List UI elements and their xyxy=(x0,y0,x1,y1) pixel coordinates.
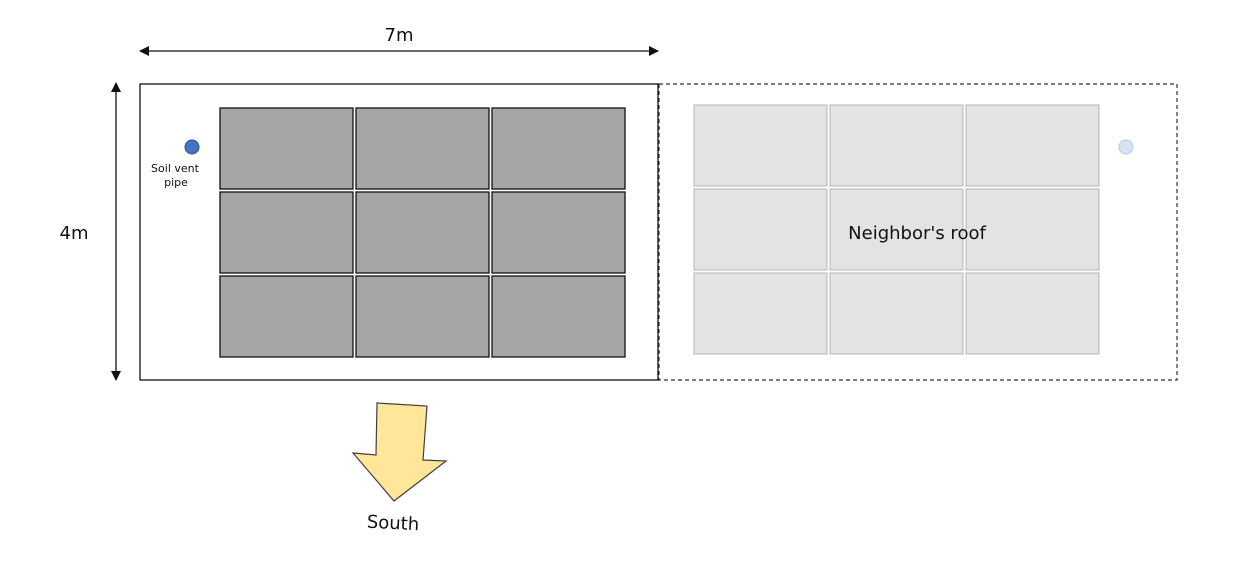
neighbor-solar-panel-r2-c1 xyxy=(693,188,828,271)
neighbor-solar-panel-r2-c2 xyxy=(829,188,964,271)
neighbor-solar-panel-r3-c1 xyxy=(693,272,828,355)
south-direction-arrow-icon xyxy=(351,402,448,502)
own-solar-panel-grid xyxy=(219,107,626,358)
neighbor-roof-label: Neighbor's roof xyxy=(848,223,986,244)
own-solar-panel-r3-c2 xyxy=(355,275,490,358)
own-solar-panel-r3-c1 xyxy=(219,275,354,358)
neighbor-vent-pipe-icon xyxy=(1118,139,1134,155)
own-solar-panel-r2-c2 xyxy=(355,191,490,274)
own-solar-panel-r1-c2 xyxy=(355,107,490,190)
height-dimension-label: 4m xyxy=(60,223,89,244)
vent-pipe-label-line1: Soil vent xyxy=(151,162,200,175)
neighbor-solar-panel-r3-c3 xyxy=(965,272,1100,355)
vent-pipe-label-line2: pipe xyxy=(164,176,188,189)
neighbor-solar-panel-r3-c2 xyxy=(829,272,964,355)
neighbor-solar-panel-r1-c1 xyxy=(693,104,828,187)
own-solar-panel-r2-c1 xyxy=(219,191,354,274)
south-direction-label: South xyxy=(366,512,419,536)
own-solar-panel-r2-c3 xyxy=(491,191,626,274)
own-solar-panel-r1-c1 xyxy=(219,107,354,190)
width-dimension-label: 7m xyxy=(385,25,414,46)
neighbor-solar-panel-r1-c2 xyxy=(829,104,964,187)
neighbor-solar-panel-grid xyxy=(693,104,1100,355)
neighbor-solar-panel-r1-c3 xyxy=(965,104,1100,187)
soil-vent-pipe-icon xyxy=(184,139,200,155)
neighbor-solar-panel-r2-c3 xyxy=(965,188,1100,271)
own-solar-panel-r3-c3 xyxy=(491,275,626,358)
own-solar-panel-r1-c3 xyxy=(491,107,626,190)
